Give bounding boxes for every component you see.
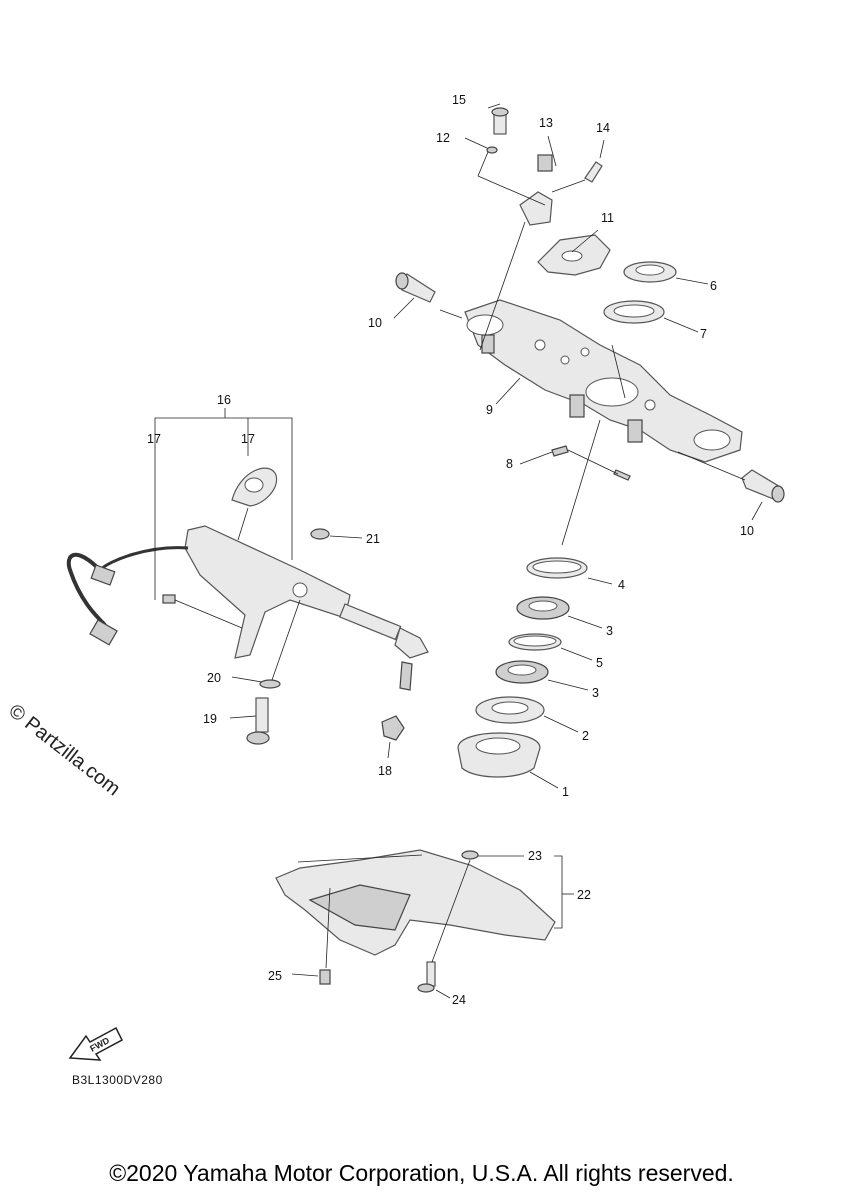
part-nut-6 xyxy=(623,261,677,283)
callout-25: 25 xyxy=(268,969,282,983)
part-small-bracket-13 xyxy=(519,154,553,226)
callout-4: 4 xyxy=(618,578,625,592)
part-washer-12 xyxy=(486,146,498,154)
part-pin-17 xyxy=(162,594,176,604)
part-bolt-10-lower xyxy=(741,469,785,503)
part-seal-2 xyxy=(475,696,545,724)
callout-11: 11 xyxy=(601,211,614,225)
copyright-notice: ©2020 Yamaha Motor Corporation, U.S.A. A… xyxy=(109,1160,734,1186)
part-collar-21 xyxy=(310,528,330,540)
part-screw-14 xyxy=(584,161,603,183)
callout-17-left: 17 xyxy=(147,432,161,446)
part-pin-8 xyxy=(551,445,631,481)
callout-20: 20 xyxy=(207,671,221,685)
part-washer-20 xyxy=(259,679,281,689)
callout-10-upper: 10 xyxy=(368,316,382,330)
part-bearing-3-lower xyxy=(495,660,549,684)
part-ring-4 xyxy=(526,557,588,579)
part-washer-7 xyxy=(603,300,665,324)
callout-9: 9 xyxy=(486,403,493,417)
callout-7: 7 xyxy=(700,327,707,341)
callout-17-right: 17 xyxy=(241,432,255,446)
callout-16: 16 xyxy=(217,393,231,407)
part-cover-1 xyxy=(457,732,541,778)
part-cover-22 xyxy=(275,849,556,956)
fwd-arrow-icon: FWD xyxy=(68,1026,123,1061)
part-screw-25 xyxy=(319,969,331,985)
part-nut-18 xyxy=(381,715,405,741)
callout-13: 13 xyxy=(539,116,553,130)
callout-23: 23 xyxy=(528,849,542,863)
callout-labels: 1 2 3 3 4 5 6 7 8 9 10 10 11 12 13 14 15… xyxy=(147,93,754,1007)
part-screw-23 xyxy=(461,850,479,860)
callout-12: 12 xyxy=(436,131,450,145)
callout-15: 15 xyxy=(452,93,466,107)
part-bolt-19 xyxy=(246,697,270,745)
part-bracket-11 xyxy=(537,234,611,276)
part-bearing-3-upper xyxy=(516,596,570,620)
callout-21: 21 xyxy=(366,532,380,546)
callout-24: 24 xyxy=(452,993,466,1007)
part-bolt-10-upper xyxy=(395,272,436,303)
callout-22: 22 xyxy=(577,888,591,902)
callout-10-lower: 10 xyxy=(740,524,754,538)
callout-19: 19 xyxy=(203,712,217,726)
callout-3-lower: 3 xyxy=(592,686,599,700)
callout-8: 8 xyxy=(506,457,513,471)
callout-18: 18 xyxy=(378,764,392,778)
part-ring-5 xyxy=(508,633,562,651)
callout-14: 14 xyxy=(596,121,610,135)
callout-5: 5 xyxy=(596,656,603,670)
part-screw-15 xyxy=(491,107,509,135)
leader-lines xyxy=(154,103,763,999)
diagram-code: B3L1300DV280 xyxy=(72,1073,163,1087)
callout-1: 1 xyxy=(562,785,569,799)
part-damper-16 xyxy=(66,525,429,691)
part-bolt-24 xyxy=(417,961,436,993)
part-upper-bracket xyxy=(464,299,743,463)
callout-6: 6 xyxy=(710,279,717,293)
callout-3-upper: 3 xyxy=(606,624,613,638)
part-clamp-17 xyxy=(231,467,278,507)
callout-2: 2 xyxy=(582,729,589,743)
